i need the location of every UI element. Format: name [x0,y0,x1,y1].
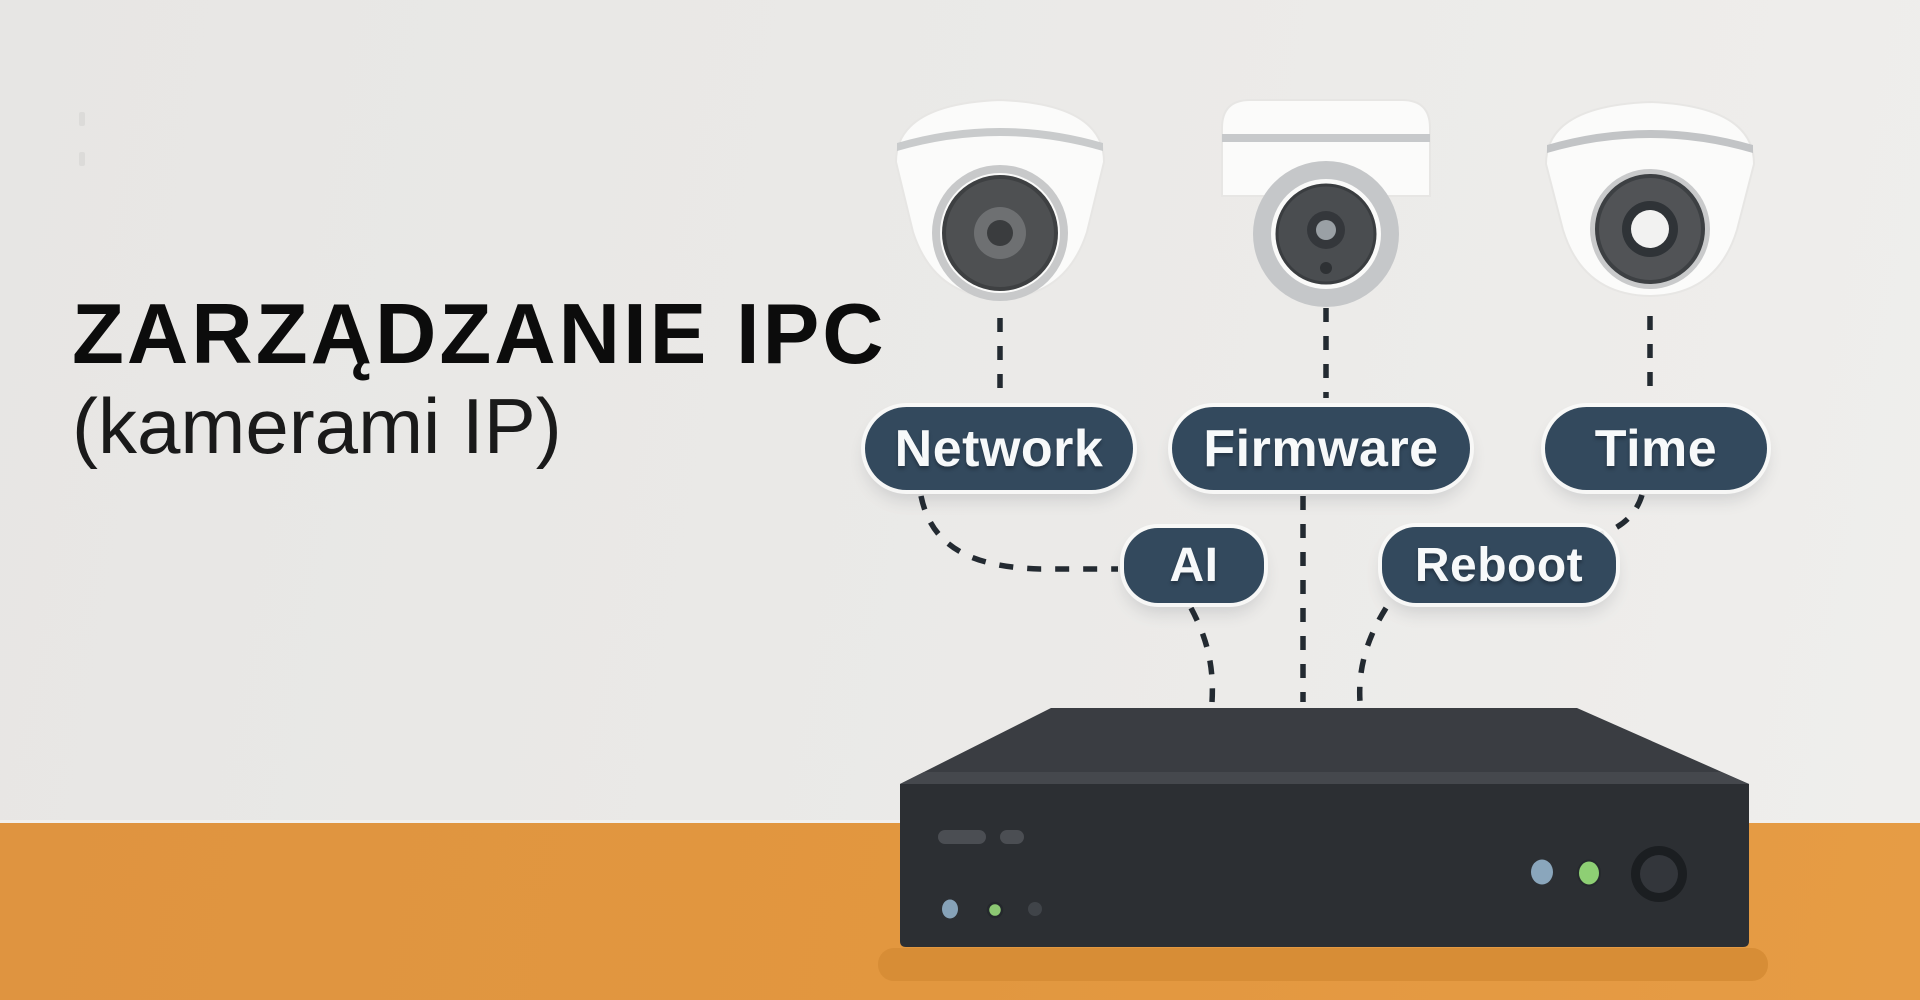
recorder-vent-slot [1000,830,1024,844]
recorder-floor-shadow [878,948,1768,981]
recorder-top-face [900,708,1749,784]
connector-ai-nvr [1188,606,1216,703]
connector-network-ai [918,495,1118,572]
label-pill-time: Time [1545,407,1767,490]
label-pill-firmware: Firmware [1172,407,1470,490]
label-pill-ai: AI [1124,528,1264,603]
status-led-blue [942,899,958,919]
dome-camera-left-icon [894,98,1106,301]
wall-artifact-mark [79,112,85,126]
recorder-vent-slot [938,830,986,844]
label-pill-network: Network [865,407,1133,490]
recorder-front-face [900,784,1749,947]
label-pill-reboot: Reboot [1382,527,1616,603]
connector-lines [918,308,1653,703]
wall-artifact-mark [79,152,85,166]
page-title: ZARZĄDZANIE IPC [72,287,887,382]
recorder-top-bevel [900,772,1749,784]
status-led-green [986,901,1004,919]
status-led-off [1028,902,1042,916]
power-button [1640,855,1678,893]
status-led-green [1577,859,1601,887]
nvr-recorder-icon [878,708,1768,981]
turret-camera-middle-icon [1221,99,1431,307]
connector-reboot-nvr [1356,606,1389,703]
connector-time-reboot [1600,494,1645,537]
status-led-blue [1531,859,1553,885]
dome-camera-right-icon [1544,100,1756,298]
page-subtitle: (kamerami IP) [72,382,562,470]
